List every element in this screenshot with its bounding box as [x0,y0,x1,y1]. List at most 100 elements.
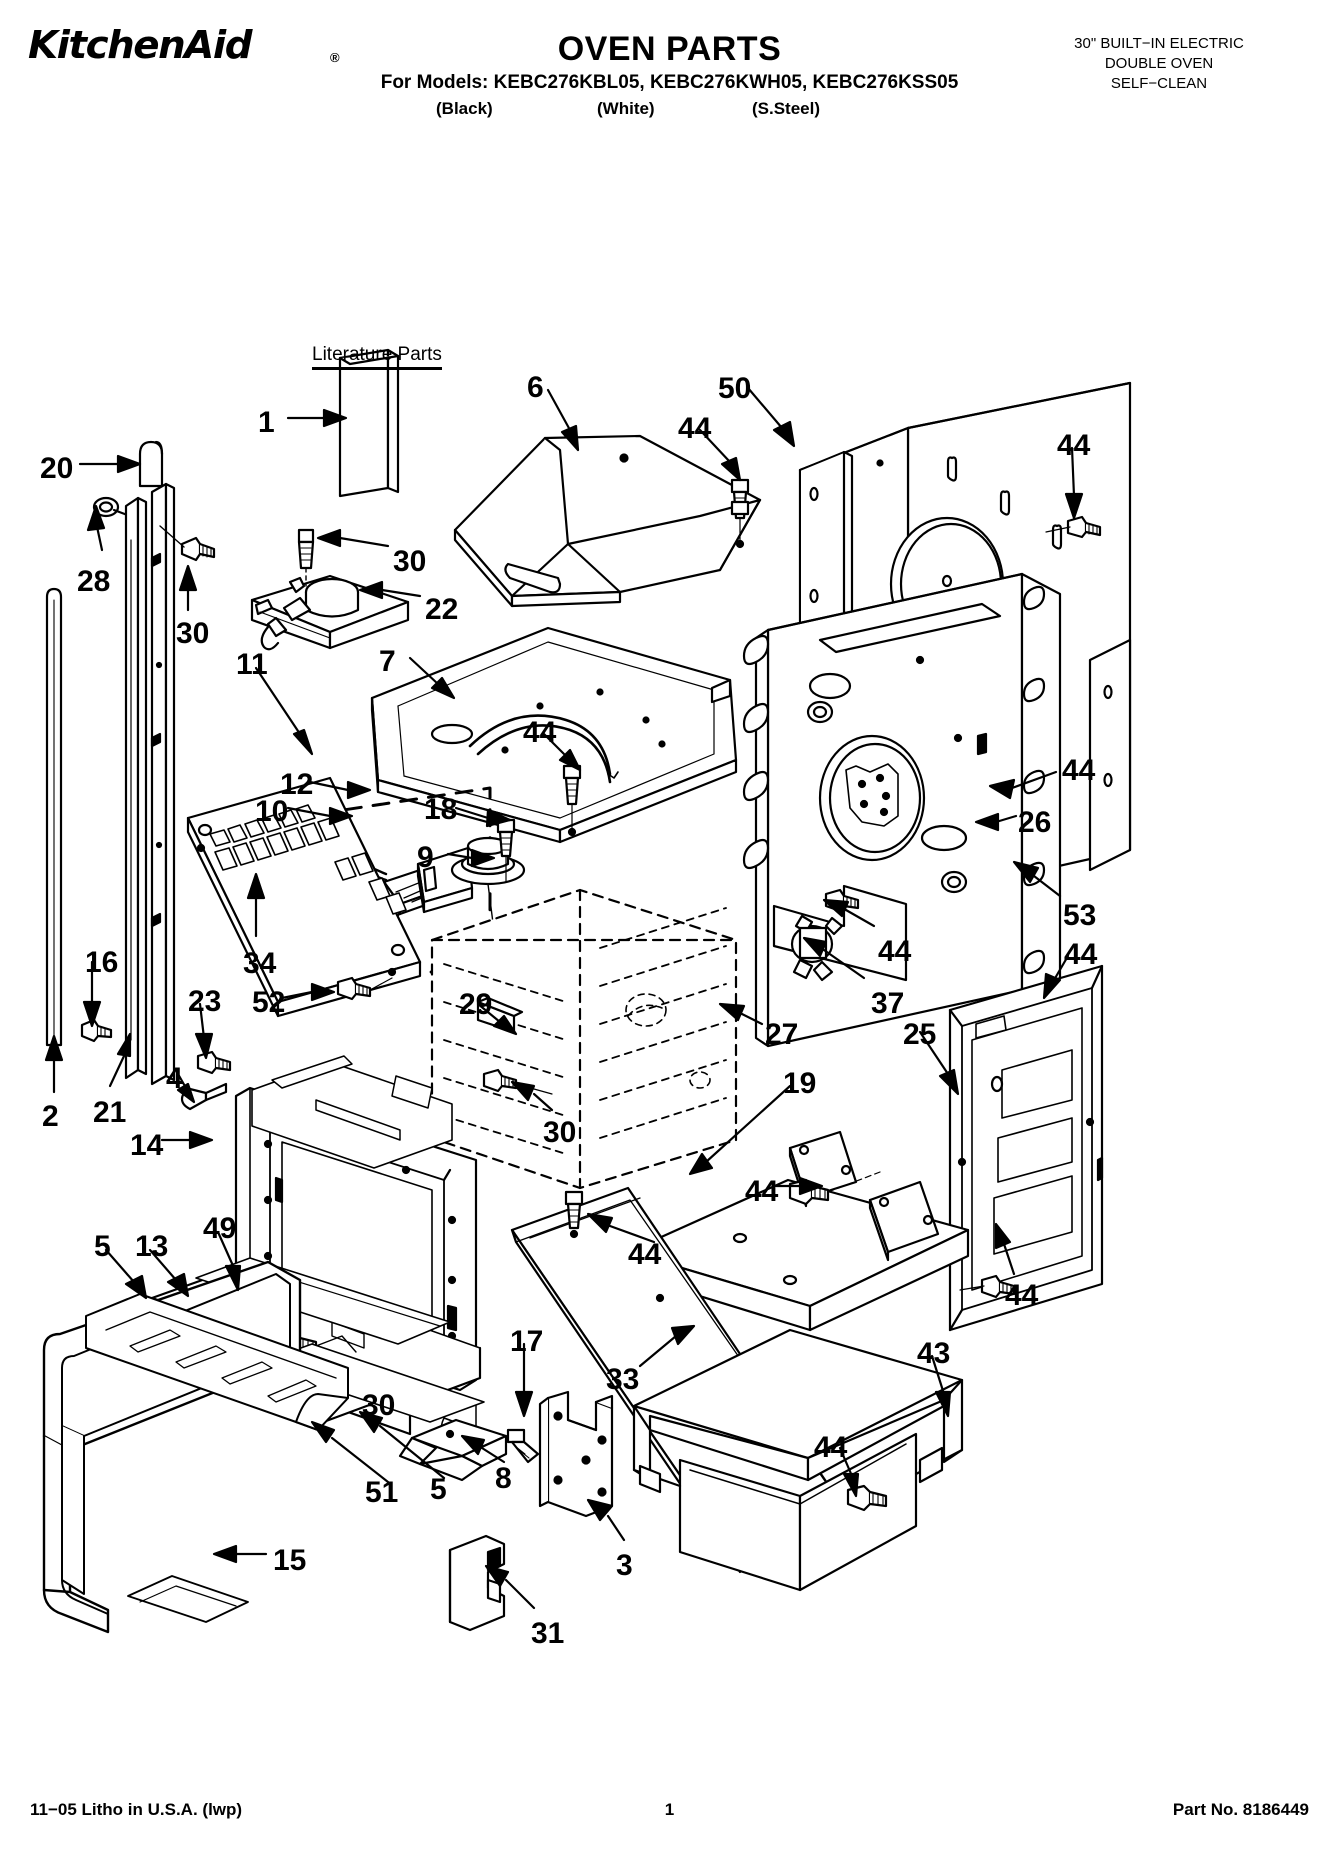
part-21-side-trim [124,496,148,1080]
part-17-screw [506,1428,540,1464]
spec-line-1: 30" BUILT−IN ELECTRIC [1074,35,1244,52]
callout-number-44: 44 [1062,754,1096,787]
callout-number-30: 30 [393,545,427,578]
footer-litho-info: 11−05 Litho in U.S.A. (lwp) [30,1800,243,1819]
callout-number-6: 6 [527,371,544,404]
callout-number-9: 9 [417,841,434,874]
page-footer: 11−05 Litho in U.S.A. (lwp) 1 Part No. 8… [0,1800,1339,1830]
callout-number-30: 30 [362,1389,396,1422]
page-header: KitchenAid ® OVEN PARTS For Models: KEBC… [0,0,1339,140]
kitchenaid-logo: KitchenAid [28,23,252,67]
part-34-vent-trim [186,776,422,1018]
callout-number-18: 18 [424,793,458,826]
callout-number-26: 26 [1018,806,1052,839]
callout-number-34: 34 [243,947,277,980]
callout-number-19: 19 [783,1067,817,1100]
part-6-top-duct [453,434,762,608]
finish-label-ssteel: (S.Steel) [752,99,821,118]
part-18-screw [496,818,516,883]
callout-number-44: 44 [1057,429,1091,462]
callout-number-8: 8 [495,1462,512,1495]
leader-lines [44,386,1084,1610]
registered-trademark-symbol: ® [330,50,340,65]
callout-number-13: 13 [135,1230,169,1263]
part-20-end-cap [138,440,164,488]
callout-number-4: 4 [166,1062,183,1095]
part-30-screw-side [159,525,216,562]
callout-number-33: 33 [606,1363,640,1396]
part-44-screw-rear-left [730,500,750,516]
callout-number-37: 37 [871,987,905,1020]
part-23-screw [196,1050,232,1075]
page-title: OVEN PARTS [557,30,782,68]
callout-number-51: 51 [365,1476,399,1509]
callout-number-53: 53 [1063,899,1097,932]
finish-label-white: (White) [597,99,655,118]
part-43-bottom-pan [632,1328,964,1592]
callout-number-44: 44 [523,716,557,749]
part-literature-book [338,348,400,498]
callout-number-5: 5 [94,1230,111,1263]
callout-number-50: 50 [718,372,752,405]
literature-parts-label: Literature Parts [312,344,442,370]
part-27-cavity-detail [625,993,711,1089]
callout-number-31: 31 [531,1617,565,1650]
callout-number-30: 30 [176,617,210,650]
footer-part-number: Part No. 8186449 [1172,1800,1309,1819]
callout-number-49: 49 [203,1212,237,1245]
callout-number-22: 22 [425,593,459,626]
part-52-screw [336,976,393,1001]
callout-number-15: 15 [273,1544,307,1577]
part-44-screw-panel25 [959,1274,1016,1299]
callout-number-23: 23 [188,985,222,1018]
part-14-side-trim [150,482,176,1086]
part-31-clip [448,1534,506,1632]
callout-number-29: 29 [459,988,493,1021]
callout-number-43: 43 [917,1337,951,1370]
callout-number-1: 1 [258,406,275,439]
callout-number-16: 16 [85,946,119,979]
callout-number-14: 14 [130,1129,164,1162]
part-27-cavity-ribs [443,907,727,1155]
part-44-screw-trim33 [564,1190,584,1239]
finish-labels: (Black) (White) (S.Steel) [0,99,1339,125]
callout-number-21: 21 [93,1096,127,1129]
part-44-screw-panel7 [562,764,582,837]
part-30-screw-blower [297,528,315,587]
callout-number-3: 3 [616,1549,633,1582]
finish-label-black: (Black) [436,99,493,118]
footer-page-number: 1 [664,1800,675,1819]
part-15-bottom-strip [127,1575,249,1623]
appliance-spec-block: 30" BUILT−IN ELECTRIC DOUBLE OVEN SELF−C… [1009,34,1309,94]
part-2-rod [45,587,63,1047]
parts-illustration [42,348,1132,1634]
part-16-screw [80,1018,113,1043]
callout-number-2: 2 [42,1100,59,1133]
part-8-bracket [398,1418,508,1482]
callout-number-30: 30 [543,1116,577,1149]
part-26-side-panel [742,572,1062,1048]
part-28-grommet [92,496,132,518]
spec-line-2: DOUBLE OVEN [1104,54,1214,72]
callout-number-44: 44 [628,1238,662,1271]
spec-line-3: SELF−CLEAN [1110,74,1208,92]
callout-number-20: 20 [40,452,74,485]
callout-number-44: 44 [745,1175,779,1208]
callout-number-10: 10 [255,795,289,828]
callout-number-27: 27 [765,1018,799,1051]
part-22-blower-assembly [250,574,410,651]
models-line: For Models: KEBC276KBL05, KEBC276KWH05, … [380,72,959,93]
part-27-oven-cavity [430,888,738,1190]
callout-number-11: 11 [236,648,268,681]
callout-number-12: 12 [280,768,314,801]
callout-number-5: 5 [430,1473,447,1506]
part-7-oven-top-panel [370,626,738,844]
callout-number-28: 28 [77,565,111,598]
callout-number-44: 44 [878,935,912,968]
callout-number-44: 44 [1064,938,1098,971]
part-3-hinge-bracket [538,1390,614,1518]
callout-number-17: 17 [510,1325,544,1358]
callout-number-44: 44 [814,1431,848,1464]
part-51-door-trim [85,1293,349,1431]
part-44-screw-rear-right [1045,515,1102,539]
